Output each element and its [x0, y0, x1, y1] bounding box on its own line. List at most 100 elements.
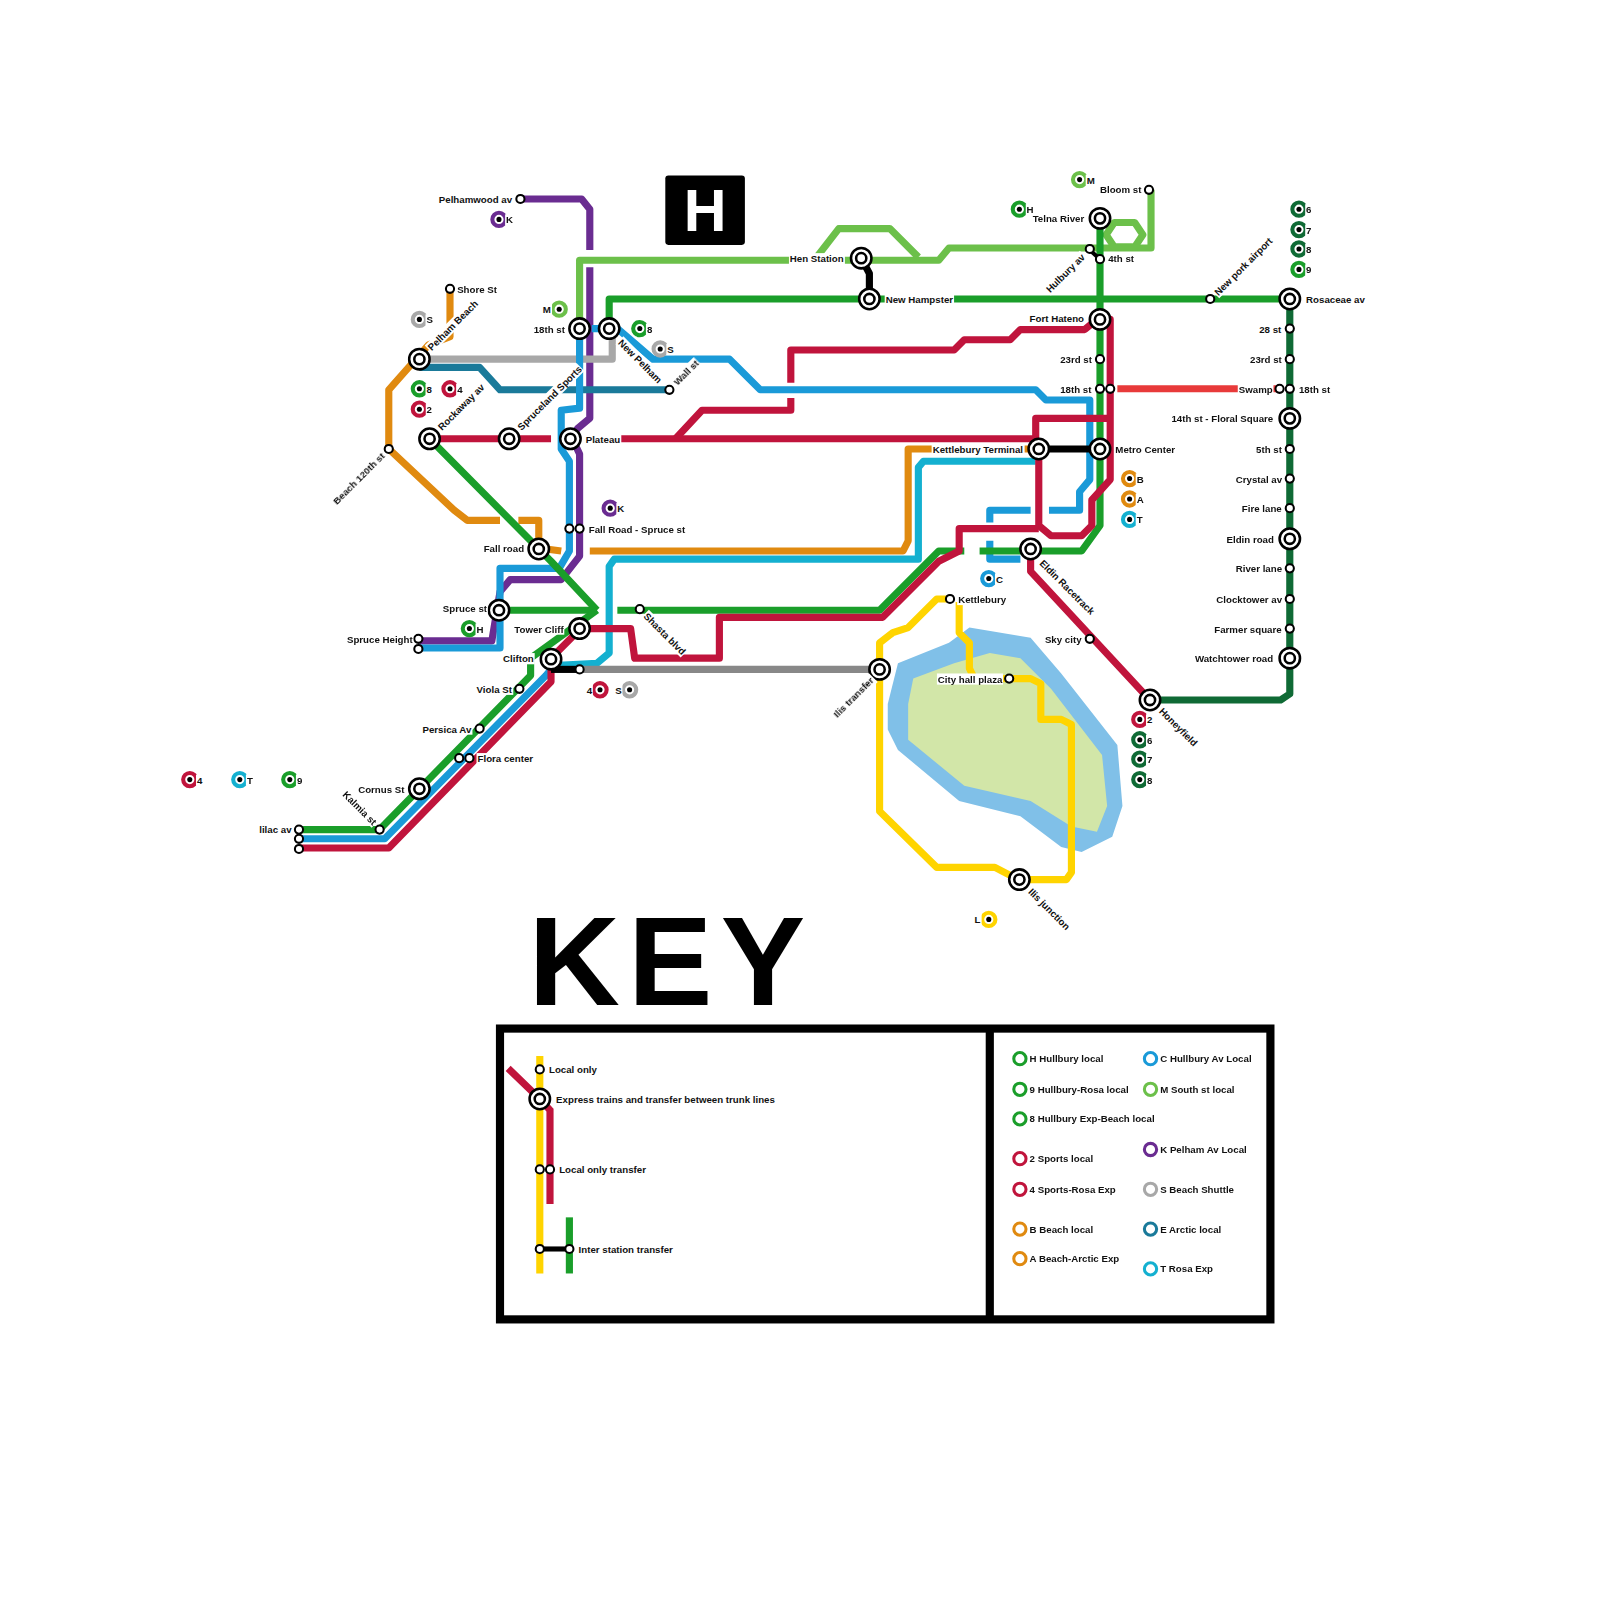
legend-swatch: [1142, 1221, 1157, 1236]
station-label: Hulbury av: [1043, 250, 1088, 295]
station-label: C: [995, 573, 1004, 584]
station-label: Telna River: [1032, 213, 1086, 224]
station-label: 5th st: [1255, 443, 1283, 454]
legend-text: T Rosa Exp: [1159, 1263, 1214, 1274]
station-label: Ilis junction: [1026, 885, 1073, 932]
station-label: Eldin road: [1226, 533, 1275, 544]
station-label: 28 st: [1258, 323, 1282, 334]
legend-text: C Hullbury Av Local: [1159, 1053, 1252, 1064]
legend-text: M South st local: [1159, 1083, 1235, 1094]
legend-swatch: [1012, 1181, 1027, 1196]
station-label: 6: [1305, 204, 1312, 215]
station-label: L: [973, 914, 981, 925]
station-label: 8: [1305, 243, 1312, 254]
station-label: S: [614, 684, 623, 695]
station-label: Plateau: [585, 433, 622, 444]
station-label: Metro Center: [1114, 443, 1176, 454]
legend-text: B Beach local: [1029, 1223, 1095, 1234]
legend-swatch: [1142, 1261, 1157, 1276]
legend-swatch: [1142, 1051, 1157, 1066]
station-label: 23rd st: [1059, 354, 1093, 365]
station-label: Shore St: [456, 283, 498, 294]
station-label: T: [246, 774, 254, 785]
legend-swatch: [1142, 1081, 1157, 1096]
station-label: 9: [1305, 264, 1312, 275]
station-label: City hall plaza: [937, 673, 1004, 684]
legend-text: 8 Hullbury Exp-Beach local: [1029, 1113, 1156, 1124]
station-label: Cornus St: [357, 783, 405, 794]
station-label: 7: [1305, 224, 1312, 235]
station-label: S: [666, 343, 675, 354]
station-label: lilac av: [258, 823, 292, 834]
legend-text: 2 Sports local: [1029, 1153, 1095, 1164]
legend-text: 9 Hullbury-Rosa local: [1029, 1083, 1130, 1094]
legend-swatch: [1142, 1181, 1157, 1196]
legend-text: A Beach-Arctic Exp: [1029, 1253, 1121, 1264]
station-label: Fall Road - Spruce st: [588, 523, 686, 534]
station-label: Viola St: [476, 683, 513, 694]
station-label: Fort Hateno: [1029, 313, 1085, 324]
station-label: M: [1086, 174, 1096, 185]
station-label: Watchtower road: [1194, 653, 1274, 664]
station-label: 6: [1146, 734, 1153, 745]
station-label: 7: [1146, 754, 1153, 765]
station-label: 8: [426, 383, 433, 394]
station-label: Spruce Height: [346, 633, 414, 644]
station-label: Beach 120th st: [330, 449, 388, 507]
logo-letter: H: [684, 180, 727, 241]
station-label: T: [1136, 514, 1144, 525]
station-label: Bloom st: [1099, 183, 1143, 194]
legend-swatch: [1012, 1251, 1027, 1266]
station-label: Pelhamwood av: [438, 193, 513, 204]
station-label: K: [616, 503, 625, 514]
station-label: Flora center: [477, 753, 535, 764]
station-label: 18th st: [1298, 383, 1331, 394]
station-label: New Hampster: [885, 293, 954, 304]
station-label: 14th st - Floral Square: [1170, 413, 1274, 424]
station-label: Clocktower av: [1215, 593, 1283, 604]
legend-text: Express trains and transfer between trun…: [555, 1093, 776, 1104]
station-label: 4: [586, 684, 593, 695]
station-label: 2: [1146, 714, 1153, 725]
station-label: 8: [646, 323, 653, 334]
legend-text: S Beach Shuttle: [1159, 1183, 1235, 1194]
key-title: KEY: [529, 898, 814, 1025]
legend-text: K Pelham Av Local: [1159, 1143, 1248, 1154]
station-label: Tower Cliff: [513, 623, 564, 634]
station-label: 8: [1146, 774, 1153, 785]
station-label: Hen Station: [789, 253, 845, 264]
station-label: Spruceland Sports: [514, 362, 584, 432]
station-label: Crystal av: [1235, 473, 1283, 484]
station-label: Swamp: [1238, 383, 1274, 394]
station-label: M: [542, 304, 552, 315]
legend-text: Local only transfer: [558, 1164, 647, 1175]
legend-swatch: [1012, 1111, 1027, 1126]
legend-text: 4 Sports-Rosa Exp: [1029, 1183, 1117, 1194]
station-label: New pork airport: [1211, 234, 1275, 298]
legend-swatch: [1012, 1081, 1027, 1096]
station-label: Kettlebury Terminal: [932, 443, 1024, 454]
station-label: 2: [426, 404, 433, 415]
station-label: 18th st: [1059, 383, 1092, 394]
station-label: Spruce st: [442, 603, 488, 614]
station-label: River lane: [1235, 563, 1283, 574]
legend-text: Inter station transfer: [578, 1243, 674, 1254]
station-label: Fall road: [483, 542, 525, 553]
station-label: Kettlebury: [957, 593, 1007, 604]
station-label: Shasta blvd: [641, 609, 689, 657]
legend-swatch: [1012, 1151, 1027, 1166]
station-label: 23rd st: [1249, 354, 1283, 365]
station-label: Honeyfield: [1156, 704, 1200, 748]
station-label: Farmer square: [1213, 623, 1282, 634]
station-label: 18th st: [533, 323, 566, 334]
legend-text: E Arctic local: [1159, 1223, 1222, 1234]
station-label: B: [1136, 473, 1145, 484]
station-label: Persica Av: [421, 723, 472, 734]
station-label: Rosaceae av: [1305, 293, 1366, 304]
station-label: 4: [456, 383, 463, 394]
station-label: Clifton: [502, 653, 535, 664]
legend-swatch: [1142, 1141, 1157, 1156]
legend-text: H Hullbury local: [1029, 1053, 1105, 1064]
station-label: 9: [296, 774, 303, 785]
